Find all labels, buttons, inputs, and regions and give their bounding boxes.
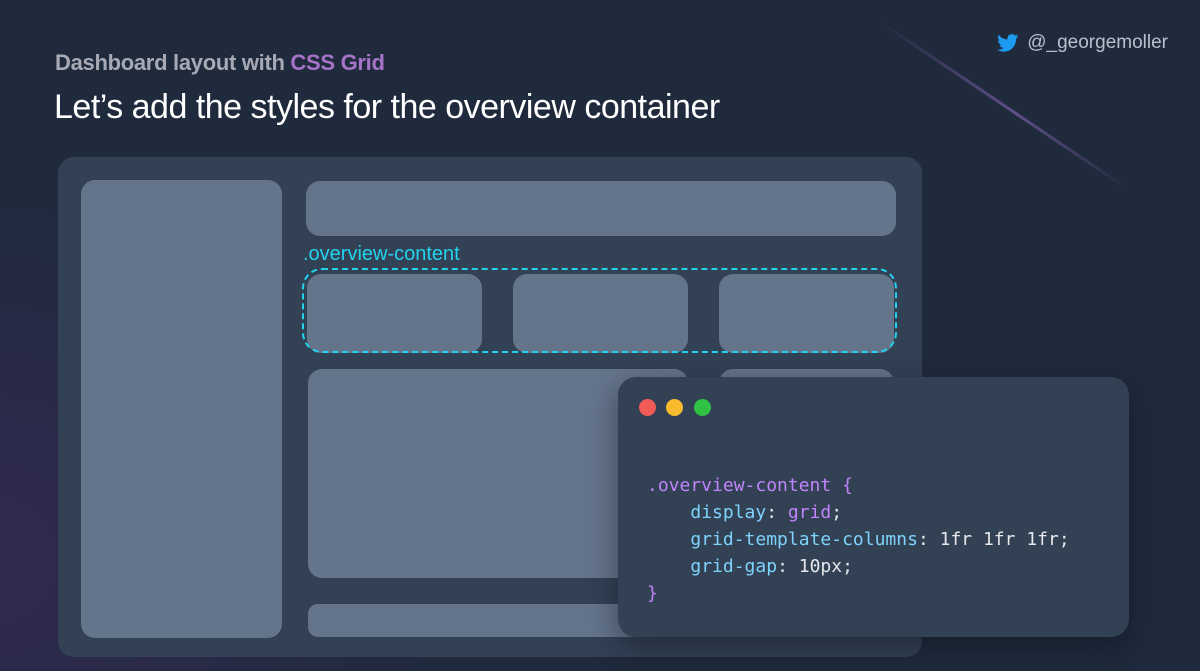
code-value: 1fr 1fr 1fr: [939, 529, 1059, 550]
overview-card-2: [513, 274, 688, 353]
handle-text: @_georgemoller: [1027, 32, 1168, 53]
sidebar-block: [81, 180, 282, 638]
header-block: [306, 181, 896, 236]
twitter-bird-icon: [997, 34, 1019, 52]
slide-subtitle: Dashboard layout with CSS Grid: [55, 50, 385, 76]
code-value: grid: [787, 502, 832, 523]
overview-content-outline: [302, 268, 897, 353]
code-property: grid-template-columns: [690, 529, 918, 550]
slide-title: Let’s add the styles for the overview co…: [54, 88, 720, 126]
maximize-dot-icon: [694, 399, 711, 416]
author-handle: @_georgemoller: [997, 32, 1168, 54]
overview-card-3: [719, 274, 894, 353]
overview-content-label: .overview-content: [303, 243, 460, 265]
code-open-brace: {: [842, 475, 853, 496]
close-dot-icon: [639, 399, 656, 416]
overview-card-1: [307, 274, 482, 353]
subtitle-accent: CSS Grid: [290, 50, 385, 75]
code-window: .overview-content { display: grid; grid-…: [618, 377, 1129, 637]
code-value: 10px: [798, 556, 843, 577]
code-property: display: [690, 502, 767, 523]
code-selector: .overview-content: [647, 475, 832, 496]
code-block: .overview-content { display: grid; grid-…: [647, 475, 1070, 604]
code-close-brace: }: [647, 583, 658, 604]
minimize-dot-icon: [666, 399, 683, 416]
code-property: grid-gap: [690, 556, 778, 577]
subtitle-prefix: Dashboard layout with: [55, 50, 291, 75]
